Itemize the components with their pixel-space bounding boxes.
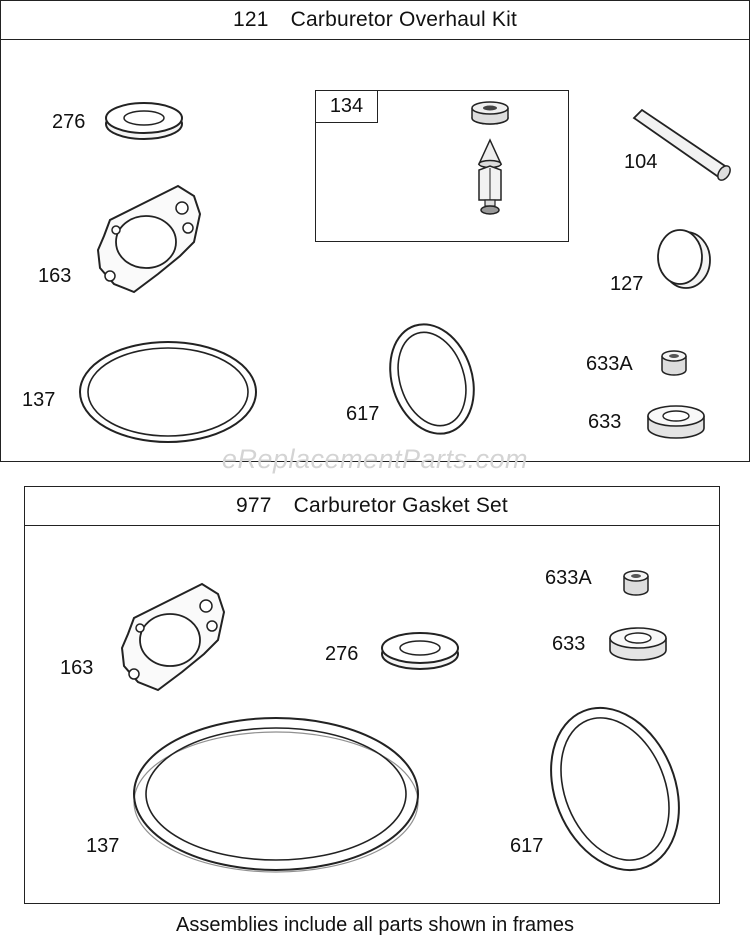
gasket-part-137-bowl-gasket xyxy=(133,717,419,873)
part-127-plug xyxy=(657,229,711,289)
part-104-pin xyxy=(632,108,731,181)
overhaul-kit-frame: 121 Carburetor Overhaul Kit xyxy=(0,0,750,462)
gasket-part-label-163: 163 xyxy=(60,657,94,679)
overhaul-kit-number: 121 xyxy=(232,8,269,31)
gasket-set-name: Carburetor Gasket Set xyxy=(293,494,508,517)
part-label-617: 617 xyxy=(346,403,380,425)
gasket-set-number: 977 xyxy=(236,494,272,517)
part-134-needle-and-seat xyxy=(471,101,509,215)
part-label-633: 633 xyxy=(588,411,622,433)
overhaul-kit-name: Carburetor Overhaul Kit xyxy=(290,8,517,31)
gasket-part-163-gasket xyxy=(120,582,226,692)
footer-note: Assemblies include all parts shown in fr… xyxy=(176,914,574,936)
part-276-washer xyxy=(105,102,183,140)
part-label-104: 104 xyxy=(624,151,658,173)
gasket-part-276-washer xyxy=(381,632,459,670)
gasket-part-label-633: 633 xyxy=(552,633,586,655)
part-633-seal xyxy=(647,405,705,439)
part-label-163: 163 xyxy=(38,265,72,287)
gasket-part-label-276: 276 xyxy=(325,643,359,665)
part-163-gasket xyxy=(96,184,202,294)
gasket-part-633-seal xyxy=(609,627,667,661)
part-633a-bushing xyxy=(661,350,687,376)
subkit-number: 134 xyxy=(316,91,378,123)
part-label-137: 137 xyxy=(22,389,56,411)
part-label-276: 276 xyxy=(52,111,86,133)
needle-seat-subkit-frame: 134 xyxy=(315,90,569,242)
gasket-part-label-137: 137 xyxy=(86,835,120,857)
gasket-part-label-617: 617 xyxy=(510,835,544,857)
watermark: eReplacementParts.com xyxy=(221,444,529,474)
part-617-o-ring xyxy=(389,323,475,435)
part-label-127: 127 xyxy=(610,273,644,295)
part-label-633a: 633A xyxy=(586,353,633,375)
gasket-set-frame: 977 Carburetor Gasket Set xyxy=(24,486,720,904)
gasket-part-633a-bushing xyxy=(623,570,649,596)
gasket-part-617-o-ring xyxy=(550,706,680,872)
gasket-set-title: 977 Carburetor Gasket Set xyxy=(25,487,719,526)
part-137-bowl-gasket xyxy=(79,341,257,443)
overhaul-kit-title: 121 Carburetor Overhaul Kit xyxy=(1,1,749,40)
gasket-part-label-633a: 633A xyxy=(545,567,592,589)
